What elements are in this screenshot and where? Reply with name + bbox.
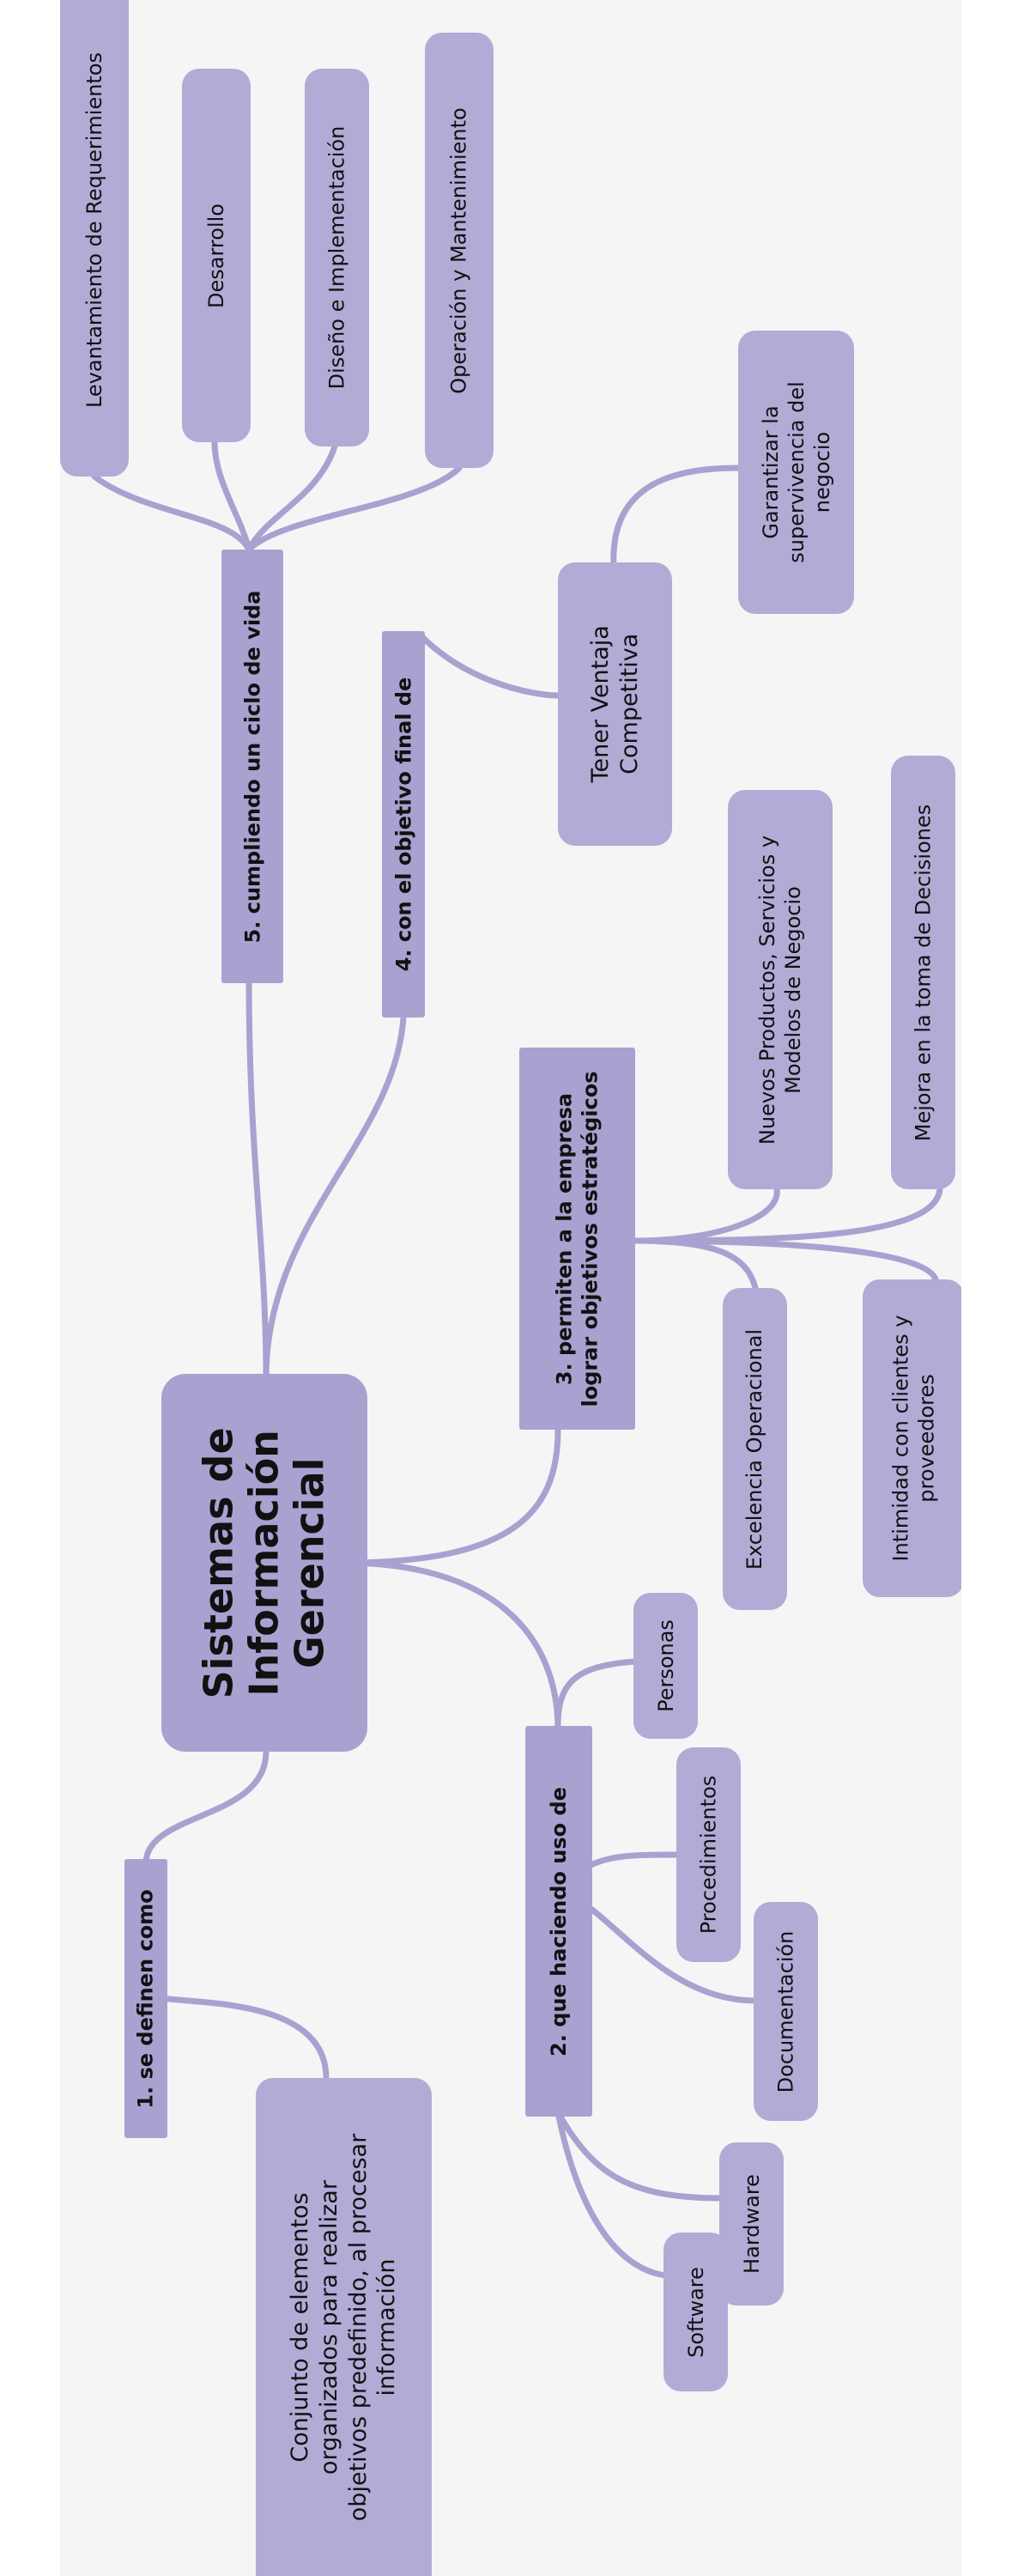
- connector: [632, 1237, 939, 1283]
- branch-2-item-documentacion: Documentación: [754, 1902, 818, 2121]
- branch-2-label: 2. que haciendo uso de: [547, 1786, 571, 2057]
- branch-5-item-desarrollo: Desarrollo: [182, 69, 251, 442]
- connector: [632, 1186, 943, 1244]
- branch-4-item-supervivencia: Garantizar la supervivencia del negocio: [738, 331, 854, 614]
- central-topic: Sistemas de Información Gerencial: [161, 1374, 367, 1752]
- branch-5-label-box: 5. cumpliendo un ciclo de vida: [221, 550, 283, 983]
- branch-5-item-levantamiento: Levantamiento de Requerimientos: [60, 0, 129, 477]
- connector: [142, 1748, 270, 1867]
- connector: [263, 1014, 407, 1382]
- definition-text: Conjunto de elementos organizados para r…: [287, 2133, 401, 2521]
- mind-map-canvas: Sistemas de Información Gerencial 1. se …: [60, 0, 961, 2576]
- branch-2-item-software: Software: [663, 2233, 728, 2391]
- branch-1-label-box: 1. se definen como: [124, 1859, 167, 2138]
- connector: [245, 443, 338, 553]
- branch-3-item-nuevos-productos: Nuevos Productos, Servicios y Modelos de…: [728, 790, 833, 1189]
- branch-2-item-hardware: Hardware: [719, 2142, 784, 2306]
- central-topic-label: Sistemas de Información Gerencial: [195, 1427, 333, 1698]
- branch-5-item-diseno: Diseño e Implementación: [305, 69, 369, 447]
- connector: [554, 1658, 639, 1729]
- branch-2-label-box: 2. que haciendo uso de: [525, 1726, 592, 2117]
- branch-5-item-operacion: Operación y Mantenimiento: [425, 33, 494, 468]
- branch-3-item-intimidad-clientes: Intimidad con clientes y proveedores: [863, 1279, 961, 1597]
- branch-4-item-ventaja-competitiva: Tener Ventaja Competitiva: [558, 562, 672, 846]
- connector: [632, 1237, 759, 1291]
- branch-3-item-excelencia-operacional: Excelencia Operacional: [723, 1288, 787, 1610]
- connector: [554, 2109, 724, 2202]
- connector: [340, 1559, 561, 1734]
- connector: [245, 975, 270, 1382]
- connector: [245, 465, 463, 553]
- connector: [211, 439, 252, 553]
- branch-1-item-definition: Conjunto de elementos organizados para r…: [256, 2078, 432, 2576]
- connector: [554, 2109, 669, 2279]
- connector: [340, 1426, 561, 1566]
- connector: [632, 1186, 780, 1244]
- connector: [610, 465, 742, 570]
- branch-3-label: 3. permiten a la empresa lograr objetivo…: [552, 1071, 603, 1406]
- branch-2-item-personas: Personas: [633, 1593, 698, 1739]
- branch-3-item-toma-decisiones: Mejora en la toma de Decisiones: [891, 756, 955, 1189]
- branch-4-label: 4. con el objetivo final de: [391, 677, 415, 972]
- connector: [142, 1989, 330, 2081]
- branch-2-item-procedimientos: Procedimientos: [676, 1747, 741, 1962]
- branch-4-label-box: 4. con el objetivo final de: [382, 631, 425, 1018]
- connector: [91, 473, 252, 553]
- branch-3-label-box: 3. permiten a la empresa lograr objetivo…: [519, 1048, 635, 1430]
- connector: [417, 632, 561, 699]
- branch-1-label: 1. se definen como: [134, 1888, 159, 2109]
- branch-5-label: 5. cumpliendo un ciclo de vida: [240, 590, 265, 943]
